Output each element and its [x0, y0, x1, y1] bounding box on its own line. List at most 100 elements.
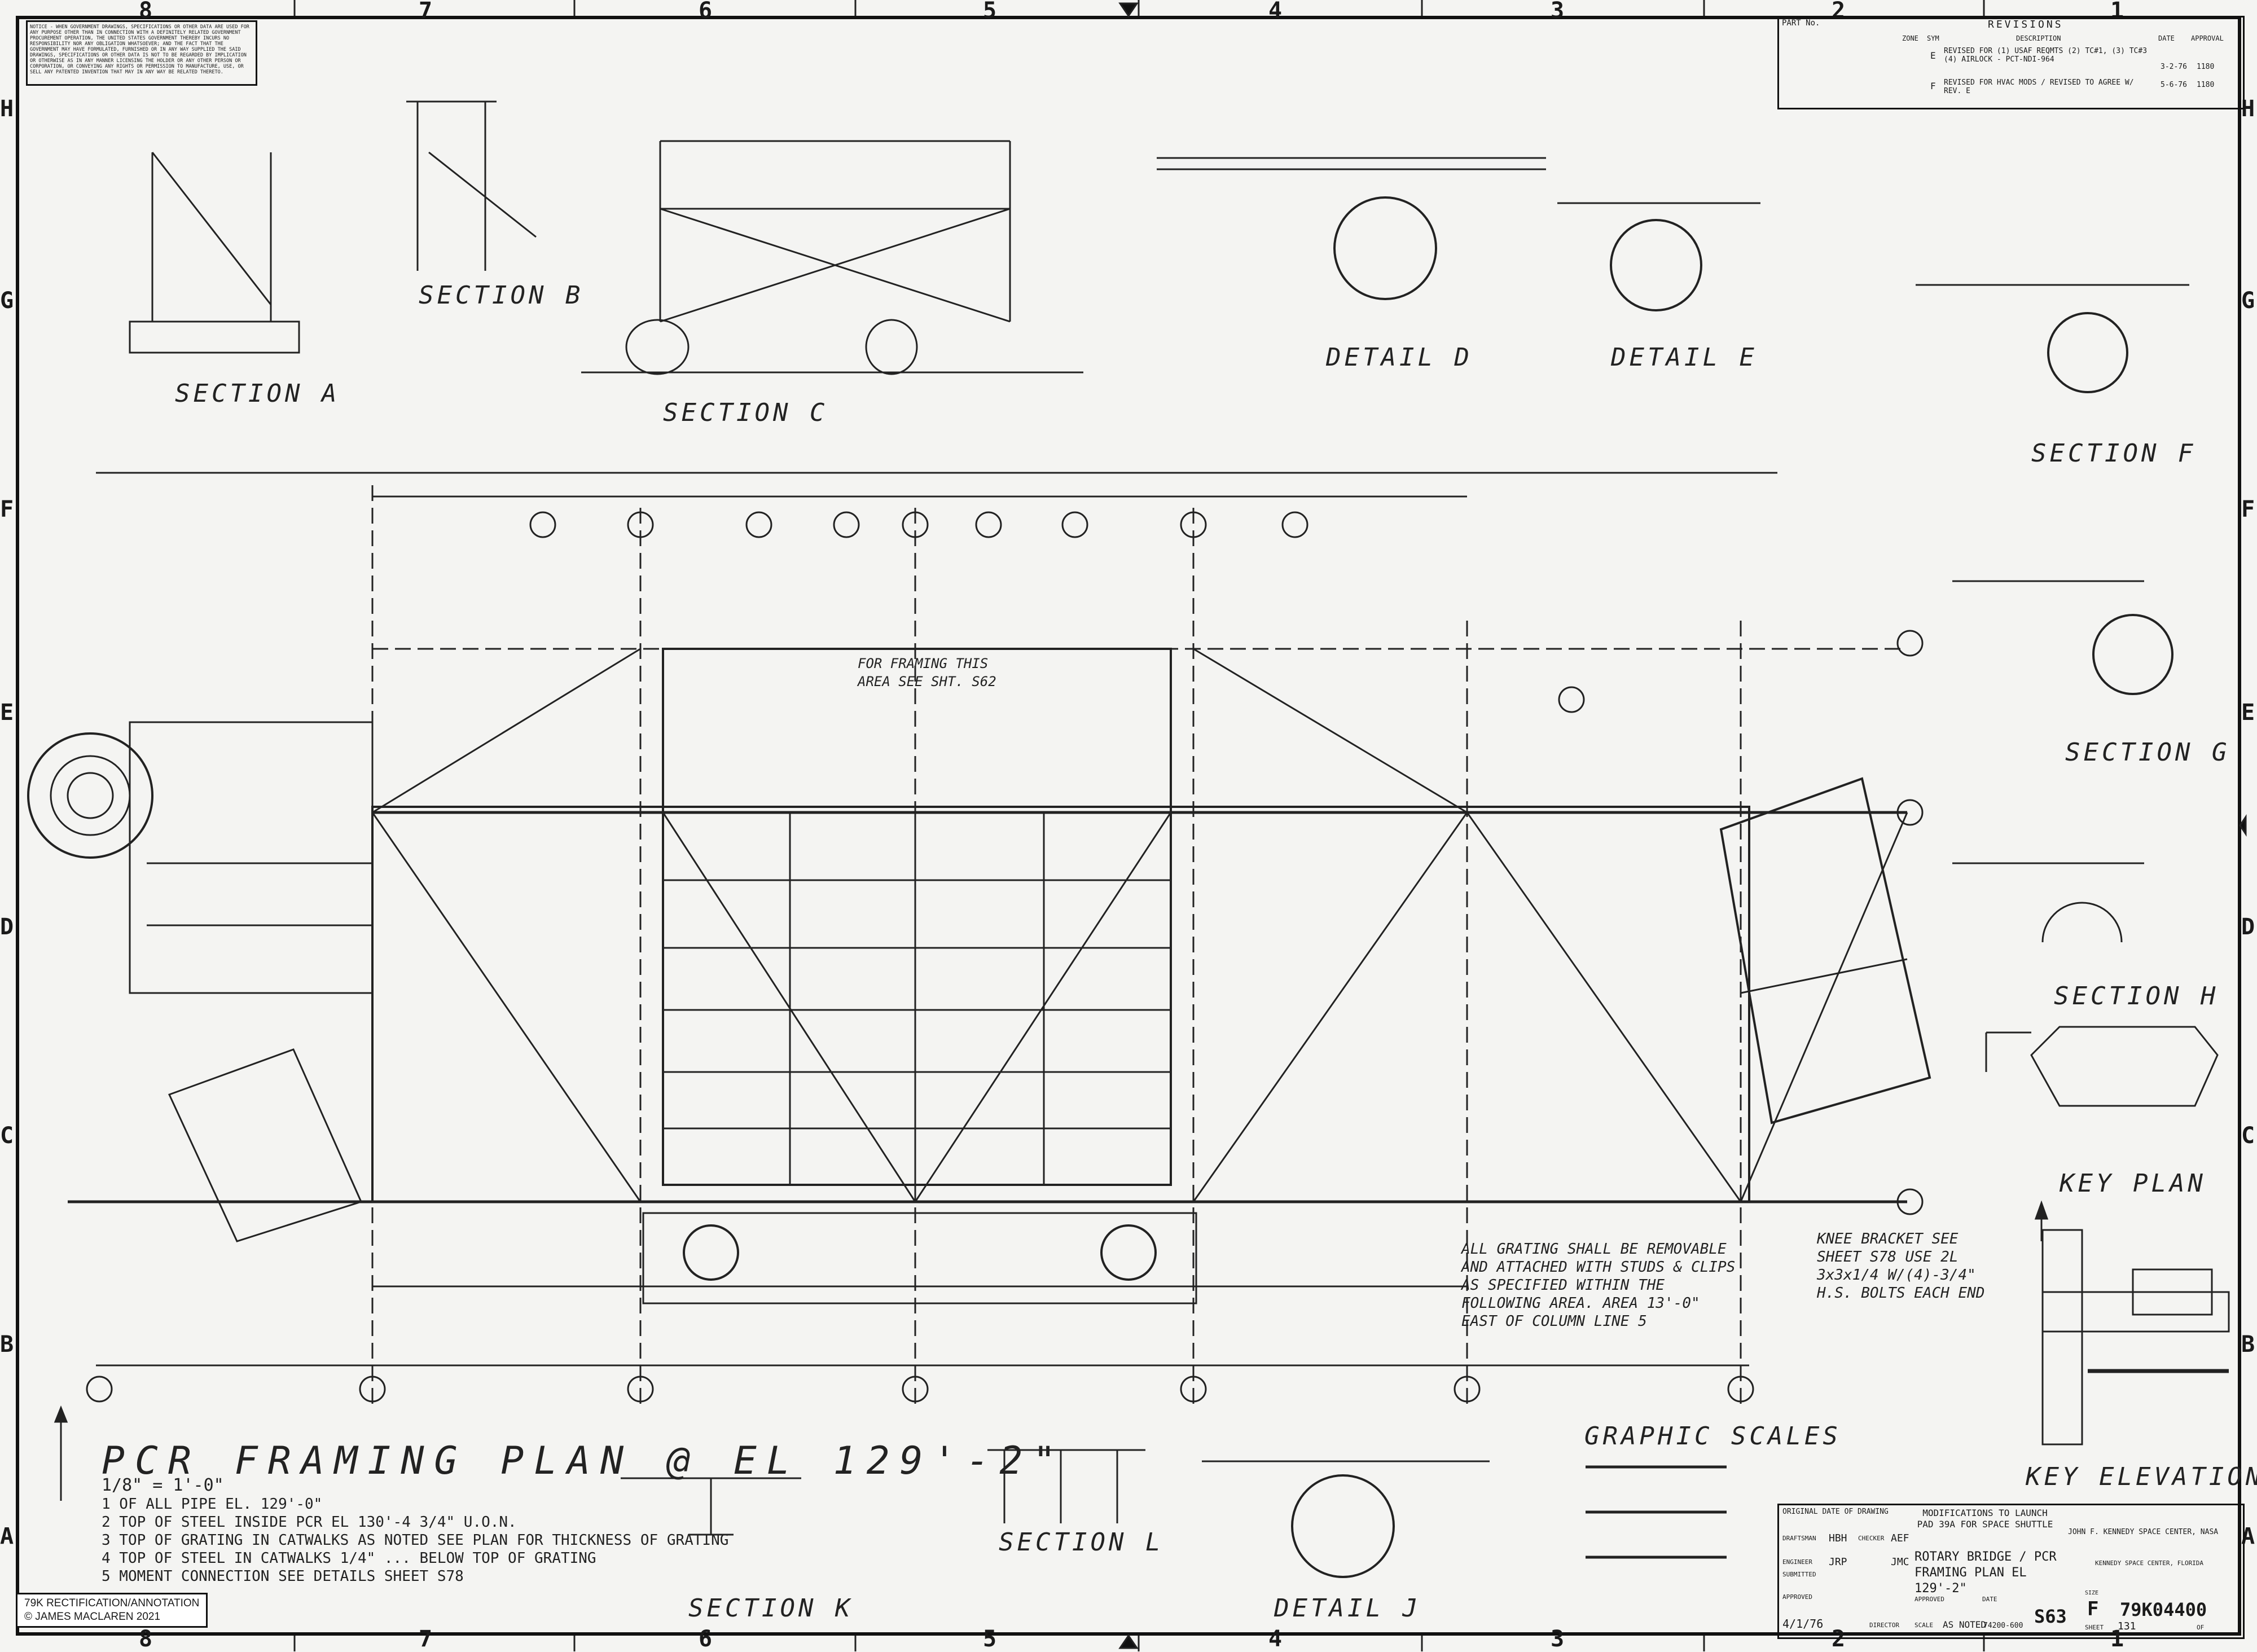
government-notice: NOTICE - WHEN GOVERNMENT DRAWINGS, SPECI… [26, 20, 257, 86]
drawing-title: ROTARY BRIDGE / PCR FRAMING PLAN EL 129'… [1915, 1550, 2057, 1596]
zone-bottom-3: 3 [1551, 1626, 1565, 1652]
zone-top-1: 1 [2110, 0, 2124, 24]
engineer-value: JRP [1829, 1556, 1847, 1568]
rev-col-approval: APPROVAL [2191, 34, 2224, 42]
rev-row-1-date: 3-2-76 [2161, 63, 2187, 71]
zone-left-f: F [0, 497, 14, 522]
rev-header: REVISIONS [1988, 19, 2063, 30]
zone-bottom-7: 7 [419, 1626, 433, 1652]
rev-col-desc: DESCRIPTION [2016, 34, 2061, 42]
rev-row-2-date: 5-6-76 [2161, 81, 2187, 89]
zone-top-2: 2 [1832, 0, 1846, 24]
drawing-number: 79K04400 [2120, 1599, 2207, 1620]
draftsman-label: DRAFTSMAN [1782, 1535, 1816, 1542]
rev-col-sym: SYM [1927, 34, 1939, 42]
checker-label: CHECKER [1858, 1535, 1885, 1542]
zone-top-7: 7 [419, 0, 433, 24]
zone-left-b: B [0, 1332, 14, 1357]
zone-left-c: C [0, 1123, 14, 1149]
zone-right-d: D [2241, 914, 2255, 940]
section-b-label: SECTION B [419, 281, 584, 310]
zone-right-e: E [2241, 700, 2255, 726]
section-g-label: SECTION G [2065, 738, 2230, 767]
zone-left-g: G [0, 288, 14, 314]
zone-top-3: 3 [1551, 0, 1565, 24]
zone-right-c: C [2241, 1123, 2255, 1149]
modification-title: MODIFICATIONS TO LAUNCH PAD 39A FOR SPAC… [1917, 1508, 2053, 1530]
draftsman-value: HBH [1829, 1532, 1847, 1544]
original-date-label: ORIGINAL DATE OF DRAWING [1782, 1508, 1889, 1516]
scale-label: SCALE [1915, 1622, 1934, 1629]
rev-row-1-approval: 1180 [2197, 63, 2215, 71]
section-k-label: SECTION K [688, 1594, 854, 1623]
revisions-table: PART No. REVISIONS ZONE SYM DESCRIPTION … [1777, 16, 2245, 109]
zone-top-4: 4 [1268, 0, 1283, 24]
director-label: DIRECTOR [1869, 1622, 1899, 1629]
date-label: DATE [1982, 1596, 1997, 1603]
section-h-label: SECTION H [2054, 982, 2219, 1010]
zone-top-5: 5 [983, 0, 997, 24]
rev-row-1-desc: REVISED FOR (1) USAF REQMTS (2) TC#1, (3… [1944, 47, 2148, 64]
plan-scale: 1/8" = 1'-0" [102, 1475, 224, 1495]
detail-e-label: DETAIL E [1611, 343, 1758, 372]
general-note-2: 2 TOP OF STEEL INSIDE PCR EL 130'-4 3/4"… [102, 1514, 517, 1531]
grating-note: ALL GRATING SHALL BE REMOVABLE AND ATTAC… [1461, 1241, 1736, 1330]
title-block: ORIGINAL DATE OF DRAWING DRAFTSMAN HBH C… [1777, 1504, 2245, 1639]
key-plan-label: KEY PLAN [2060, 1169, 2206, 1198]
general-note-1: 1 OF ALL PIPE EL. 129'-0" [102, 1496, 323, 1513]
zone-bottom-4: 4 [1268, 1626, 1283, 1652]
sheet-code: S63 [2034, 1606, 2067, 1627]
zone-bottom-1: 1 [2110, 1626, 2124, 1652]
zone-top-6: 6 [699, 0, 713, 24]
section-f-label: SECTION F [2031, 439, 2197, 468]
of-label: OF [2197, 1624, 2205, 1631]
zone-left-d: D [0, 914, 14, 940]
sheet-label: SHEET [2085, 1624, 2104, 1631]
rev-row-2-sym: F [1930, 81, 1936, 91]
key-elevation-label: KEY ELEVATION [2026, 1462, 2257, 1491]
general-note-3: 3 TOP OF GRATING IN CATWALKS AS NOTED SE… [102, 1532, 729, 1549]
size-value: F [2087, 1598, 2099, 1620]
copyright-line-1: 79K RECTIFICATION/ANNOTATION [24, 1597, 200, 1609]
knee-bracket-note: KNEE BRACKET SEE SHEET S78 USE 2L 3x3x1/… [1817, 1231, 1985, 1302]
general-note-5: 5 MOMENT CONNECTION SEE DETAILS SHEET S7… [102, 1568, 464, 1585]
zone-right-f: F [2241, 497, 2255, 522]
zone-bottom-6: 6 [699, 1626, 713, 1652]
size-label: SIZE [2085, 1590, 2099, 1596]
zone-bottom-2: 2 [1832, 1626, 1846, 1652]
zone-left-h: H [0, 96, 14, 122]
zone-right-g: G [2241, 288, 2255, 314]
rev-col-part: PART No. [1782, 19, 1820, 28]
checker-value: AEF [1891, 1532, 1909, 1544]
detail-d-label: DETAIL D [1326, 343, 1473, 372]
approves-label: APPROVED [1915, 1596, 1944, 1603]
zone-bottom-8: 8 [139, 1626, 153, 1652]
submitted-label: SUBMITTED [1782, 1571, 1816, 1578]
rev-row-1-sym: E [1930, 50, 1936, 61]
general-note-4: 4 TOP OF STEEL IN CATWALKS 1/4" ... BELO… [102, 1550, 596, 1567]
job-number: 74200-600 [1983, 1622, 2023, 1630]
graphic-scales-label: GRAPHIC SCALES [1584, 1422, 1841, 1451]
detail-j-label: DETAIL J [1274, 1594, 1421, 1623]
copyright-line-2: © JAMES MACLAREN 2021 [24, 1611, 161, 1623]
zone-top-8: 8 [139, 0, 153, 24]
section-a-label: SECTION A [175, 379, 340, 408]
engineer-label: ENGINEER [1782, 1558, 1812, 1566]
date-value: 4/1/76 [1782, 1617, 1824, 1631]
organization: JOHN F. KENNEDY SPACE CENTER, NASA [2068, 1528, 2219, 1536]
zone-bottom-5: 5 [983, 1626, 997, 1652]
scale-value: AS NOTED [1943, 1619, 1987, 1630]
copyright-annotation: 79K RECTIFICATION/ANNOTATION © JAMES MAC… [16, 1593, 208, 1628]
framing-area-note: FOR FRAMING THIS AREA SEE SHT. S62 [858, 656, 996, 689]
engineer-2-value: JMC [1891, 1556, 1909, 1568]
rev-row-2-desc: REVISED FOR HVAC MODS / REVISED TO AGREE… [1944, 78, 2134, 95]
location: KENNEDY SPACE CENTER, FLORIDA [2095, 1559, 2204, 1567]
rev-col-date: DATE [2158, 34, 2175, 42]
zone-left-e: E [0, 700, 14, 726]
zone-left-a: A [0, 1523, 14, 1549]
section-l-label: SECTION L [999, 1528, 1164, 1557]
plan-title: PCR FRAMING PLAN @ EL 129'-2" [102, 1439, 1066, 1483]
sheet-number: 131 [2118, 1620, 2136, 1632]
